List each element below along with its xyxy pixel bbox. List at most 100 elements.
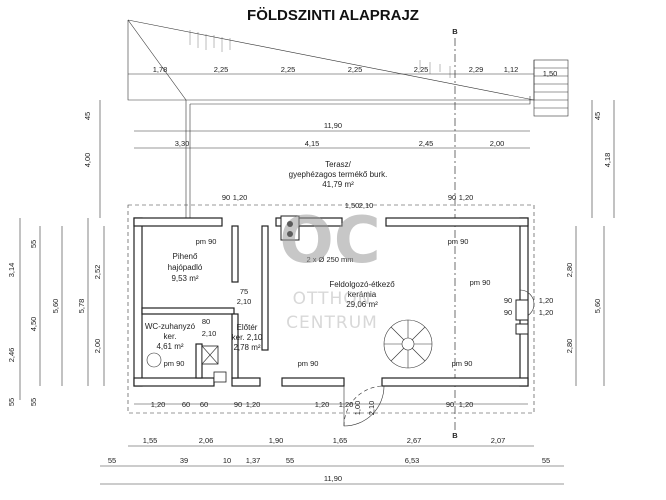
svg-text:gyephézagos termékő burk.: gyephézagos termékő burk.: [289, 170, 388, 179]
roof-projection: [127, 204, 535, 414]
svg-text:55: 55: [29, 398, 38, 406]
svg-text:2,80: 2,80: [565, 263, 574, 278]
svg-text:55: 55: [29, 240, 38, 248]
svg-text:90: 90: [448, 193, 456, 202]
svg-text:90: 90: [504, 308, 512, 317]
inner-walls: [141, 225, 269, 379]
svg-text:1,20: 1,20: [539, 296, 554, 305]
svg-text:1,65: 1,65: [333, 436, 348, 445]
svg-text:2,45: 2,45: [419, 139, 434, 148]
watermark-mark: OC: [279, 204, 380, 278]
external-stairs: 1,50: [533, 59, 569, 117]
watermark-line2: CENTRUM: [286, 313, 378, 333]
second-dimension-chain: 3,30 4,15 2,45 2,00: [134, 139, 530, 149]
svg-text:2,25: 2,25: [348, 65, 363, 74]
svg-text:2,10: 2,10: [237, 297, 252, 306]
svg-text:2,78 m²: 2,78 m²: [233, 343, 260, 352]
svg-text:B: B: [452, 27, 458, 36]
svg-text:5,78: 5,78: [77, 299, 86, 314]
svg-text:55: 55: [7, 398, 16, 406]
svg-text:4,50: 4,50: [29, 317, 38, 332]
bottom-dimension-row-2: 1,55 2,06 1,90 1,65 2,67 2,07: [128, 436, 534, 447]
svg-text:4,61 m²: 4,61 m²: [156, 342, 183, 351]
watermark: OC OTTHON CENTRUM: [279, 204, 380, 333]
svg-text:2,00: 2,00: [93, 339, 102, 354]
svg-text:9,53 m²: 9,53 m²: [171, 274, 198, 283]
svg-text:60: 60: [182, 400, 190, 409]
svg-text:WC-zuhanyzó: WC-zuhanyzó: [145, 322, 196, 331]
svg-text:41,79 m²: 41,79 m²: [322, 180, 354, 189]
svg-text:1,20: 1,20: [459, 400, 474, 409]
svg-text:pm 90: pm 90: [448, 237, 469, 246]
svg-text:11,90: 11,90: [324, 474, 342, 483]
svg-text:2,46: 2,46: [7, 348, 16, 363]
right-dimensions: 4,18 45 2,80 2,80 5,60: [565, 100, 615, 386]
door-swings: [343, 289, 535, 427]
svg-text:1,20: 1,20: [459, 193, 474, 202]
svg-text:1,20: 1,20: [151, 400, 166, 409]
svg-text:Pihenő: Pihenő: [173, 252, 198, 261]
svg-text:45: 45: [83, 112, 92, 120]
svg-text:5,60: 5,60: [593, 299, 602, 314]
left-dimensions: 45 4,00 3,14 2,46 55 55 4,50 55 5,60 5,7…: [7, 100, 105, 406]
room-labels: Pihenő hajópadló 9,53 m² Feldolgozó-étke…: [145, 252, 395, 352]
svg-text:80: 80: [202, 317, 210, 326]
svg-text:90: 90: [504, 296, 512, 305]
svg-text:4,00: 4,00: [83, 153, 92, 168]
svg-text:39: 39: [180, 456, 188, 465]
svg-text:75: 75: [240, 287, 248, 296]
bottom-dimension-row-3: 55 39 10 1,37 55 6,53 55: [100, 456, 564, 467]
svg-text:kerámia: kerámia: [348, 290, 377, 299]
svg-text:1,12: 1,12: [504, 65, 519, 74]
svg-text:Feldolgozó-étkező: Feldolgozó-étkező: [329, 280, 395, 289]
svg-text:55: 55: [286, 456, 294, 465]
top-overall-dimension: 11,90: [134, 121, 530, 132]
svg-text:1,37: 1,37: [246, 456, 261, 465]
svg-text:29,06 m²: 29,06 m²: [346, 300, 378, 309]
svg-text:2,29: 2,29: [469, 65, 484, 74]
section-line-b: B B: [452, 27, 458, 440]
svg-text:2,25: 2,25: [414, 65, 429, 74]
svg-text:pm 90: pm 90: [298, 359, 319, 368]
svg-text:2,10: 2,10: [367, 401, 376, 416]
svg-text:55: 55: [542, 456, 550, 465]
svg-text:B: B: [452, 431, 458, 440]
svg-text:1,55: 1,55: [143, 436, 158, 445]
bottom-overall-dimension: 11,90: [100, 474, 564, 485]
svg-text:4,15: 4,15: [305, 139, 320, 148]
svg-text:10: 10: [223, 456, 231, 465]
svg-text:2,10: 2,10: [359, 201, 374, 210]
svg-text:ker. 2,10: ker. 2,10: [232, 333, 263, 342]
svg-text:1,20: 1,20: [539, 308, 554, 317]
chimney-label: 2 x Ø 250 mm: [306, 255, 353, 264]
flue-icon: [287, 221, 293, 227]
svg-text:2,07: 2,07: [491, 436, 506, 445]
svg-text:1,20: 1,20: [339, 400, 354, 409]
svg-text:2,80: 2,80: [565, 339, 574, 354]
svg-text:1,20: 1,20: [246, 400, 261, 409]
svg-text:90: 90: [222, 193, 230, 202]
svg-text:45: 45: [593, 112, 602, 120]
svg-text:2,06: 2,06: [199, 436, 214, 445]
spiral-stair: [383, 319, 433, 369]
svg-text:2,00: 2,00: [490, 139, 505, 148]
flue-icon: [287, 231, 293, 237]
svg-text:pm 90: pm 90: [452, 359, 473, 368]
svg-text:1,20: 1,20: [233, 193, 248, 202]
stair-width-label: 1,50: [543, 69, 558, 78]
svg-text:55: 55: [108, 456, 116, 465]
svg-text:3,14: 3,14: [7, 263, 16, 278]
svg-text:1,20: 1,20: [315, 400, 330, 409]
chimney: 2 x Ø 250 mm: [280, 215, 354, 264]
bottom-dimension-row-1: 1,20 60 60 90 1,20 1,20 1,20 1,00 2,10 9…: [134, 400, 528, 415]
opening-labels: pm 90 pm 90 pm 90 pm 90 pm 90 pm 90 90 1…: [164, 193, 554, 368]
svg-text:2,25: 2,25: [281, 65, 296, 74]
svg-text:2,10: 2,10: [202, 329, 217, 338]
svg-text:60: 60: [200, 400, 208, 409]
svg-text:3,30: 3,30: [175, 139, 190, 148]
svg-text:pm 90: pm 90: [470, 278, 491, 287]
svg-text:90: 90: [234, 400, 242, 409]
svg-text:1,90: 1,90: [269, 436, 284, 445]
svg-text:2,52: 2,52: [93, 265, 102, 280]
